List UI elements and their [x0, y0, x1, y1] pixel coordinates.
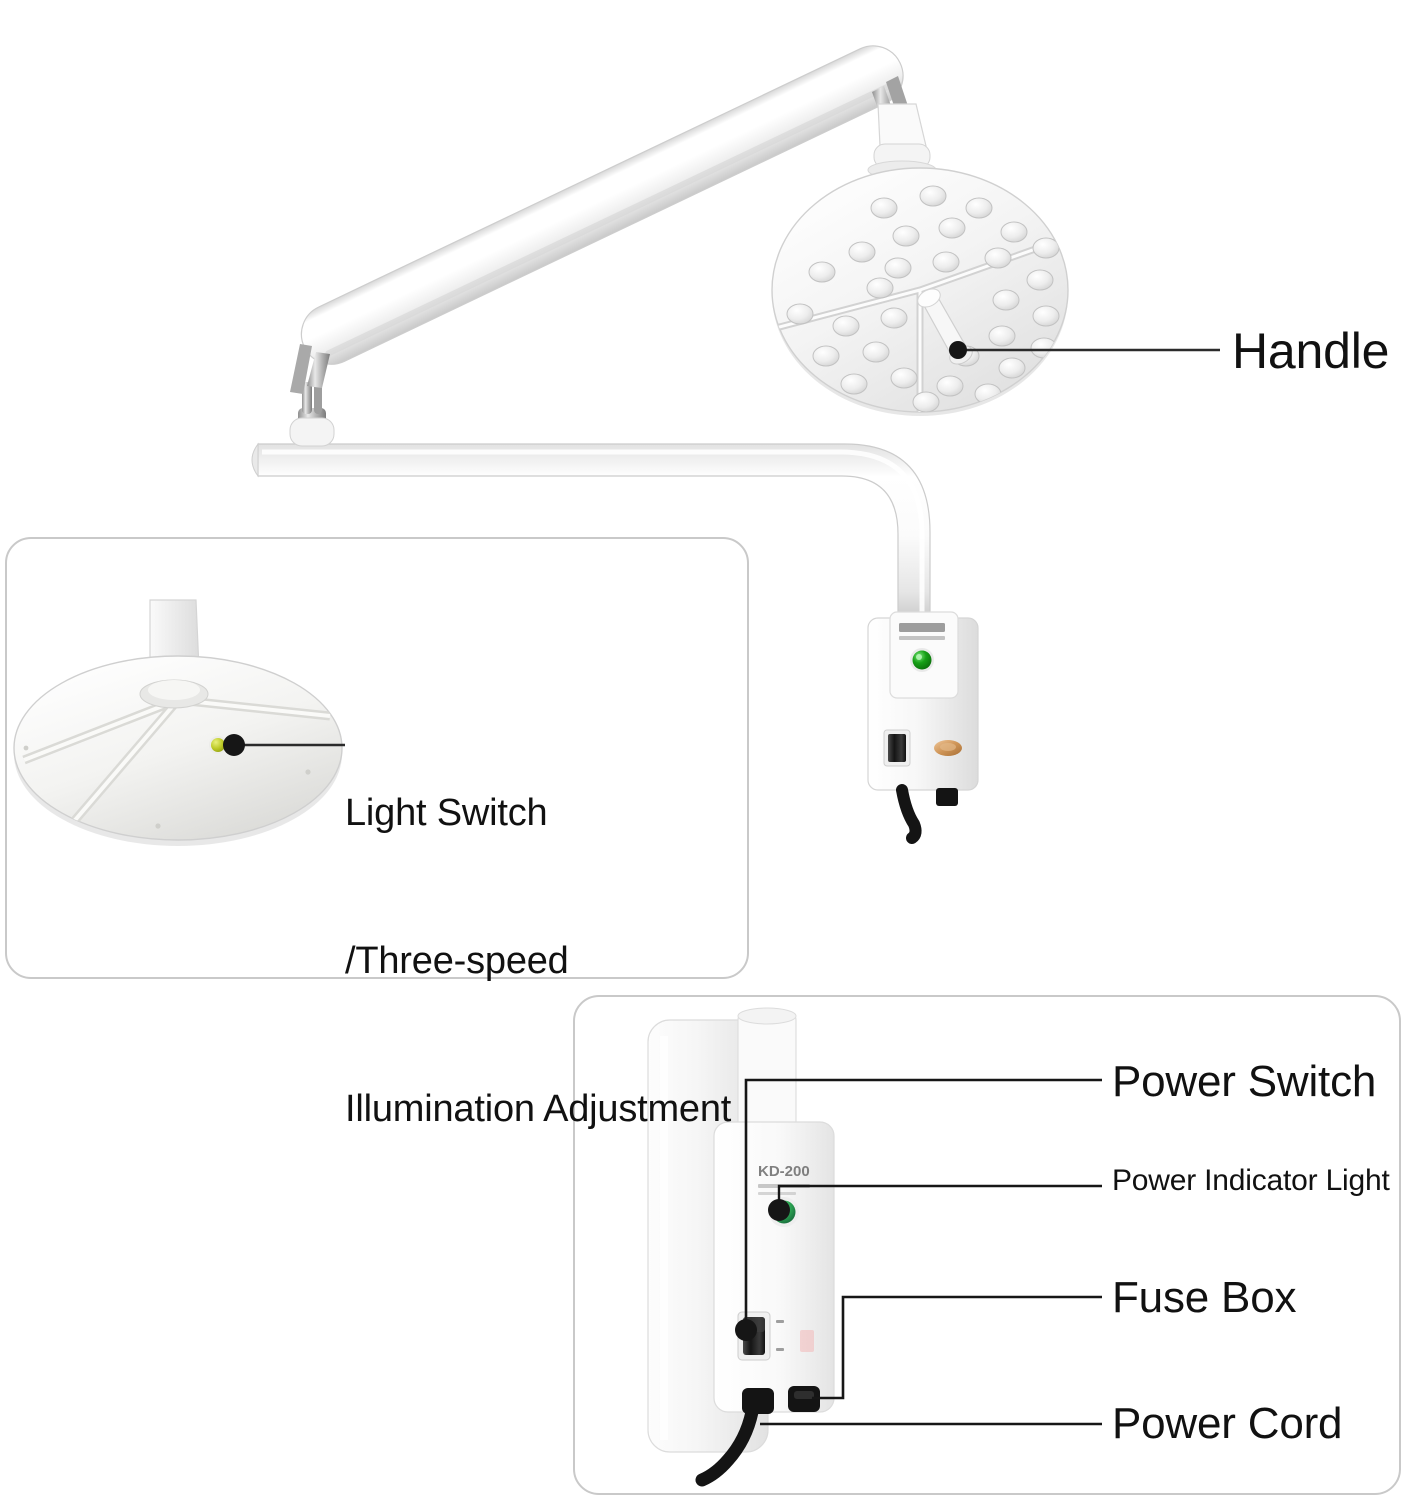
- power-indicator-label: Power Indicator Light: [1112, 1164, 1390, 1197]
- arm-pivot-joint: [289, 380, 335, 447]
- control-box-model-text: KD-200: [758, 1163, 810, 1180]
- light-switch-leader-line: [223, 734, 345, 756]
- spring-balance-arm: [290, 45, 910, 394]
- inset-panel-right: [573, 995, 1401, 1495]
- power-switch-leader-line: [735, 1078, 1102, 1341]
- fuse-box[interactable]: [788, 1386, 820, 1412]
- handle-label: Handle: [1232, 323, 1390, 379]
- lamp-head: [771, 167, 1069, 416]
- light-switch-button[interactable]: [209, 736, 227, 754]
- handle-leader-line: [949, 341, 1220, 359]
- fuse-box-label: Fuse Box: [1112, 1273, 1297, 1322]
- fuse-box-leader-line: [812, 1295, 1102, 1400]
- control-box: [867, 611, 979, 844]
- power-cord: [695, 1388, 774, 1487]
- led-array: [786, 185, 1060, 412]
- light-switch-callout-dot: [223, 734, 245, 756]
- light-switch-label: Light Switch /Three-speed Illumination A…: [345, 690, 731, 1233]
- power-cord-label: Power Cord: [1112, 1399, 1343, 1448]
- power-switch-label: Power Switch: [1112, 1057, 1377, 1106]
- power-indicator-callout-dot: [768, 1199, 790, 1221]
- power-switch-callout-dot: [735, 1319, 757, 1341]
- inset-panel-left: [5, 537, 749, 979]
- inset-left-artwork: [13, 599, 343, 846]
- light-switch-label-line1: Light Switch: [345, 791, 548, 834]
- handle-callout-dot: [949, 341, 967, 359]
- light-switch-label-line2: /Three-speed: [345, 939, 569, 982]
- power-indicator-leader-line: [768, 1184, 1102, 1221]
- light-switch-label-line3: Illumination Adjustment: [345, 1088, 732, 1131]
